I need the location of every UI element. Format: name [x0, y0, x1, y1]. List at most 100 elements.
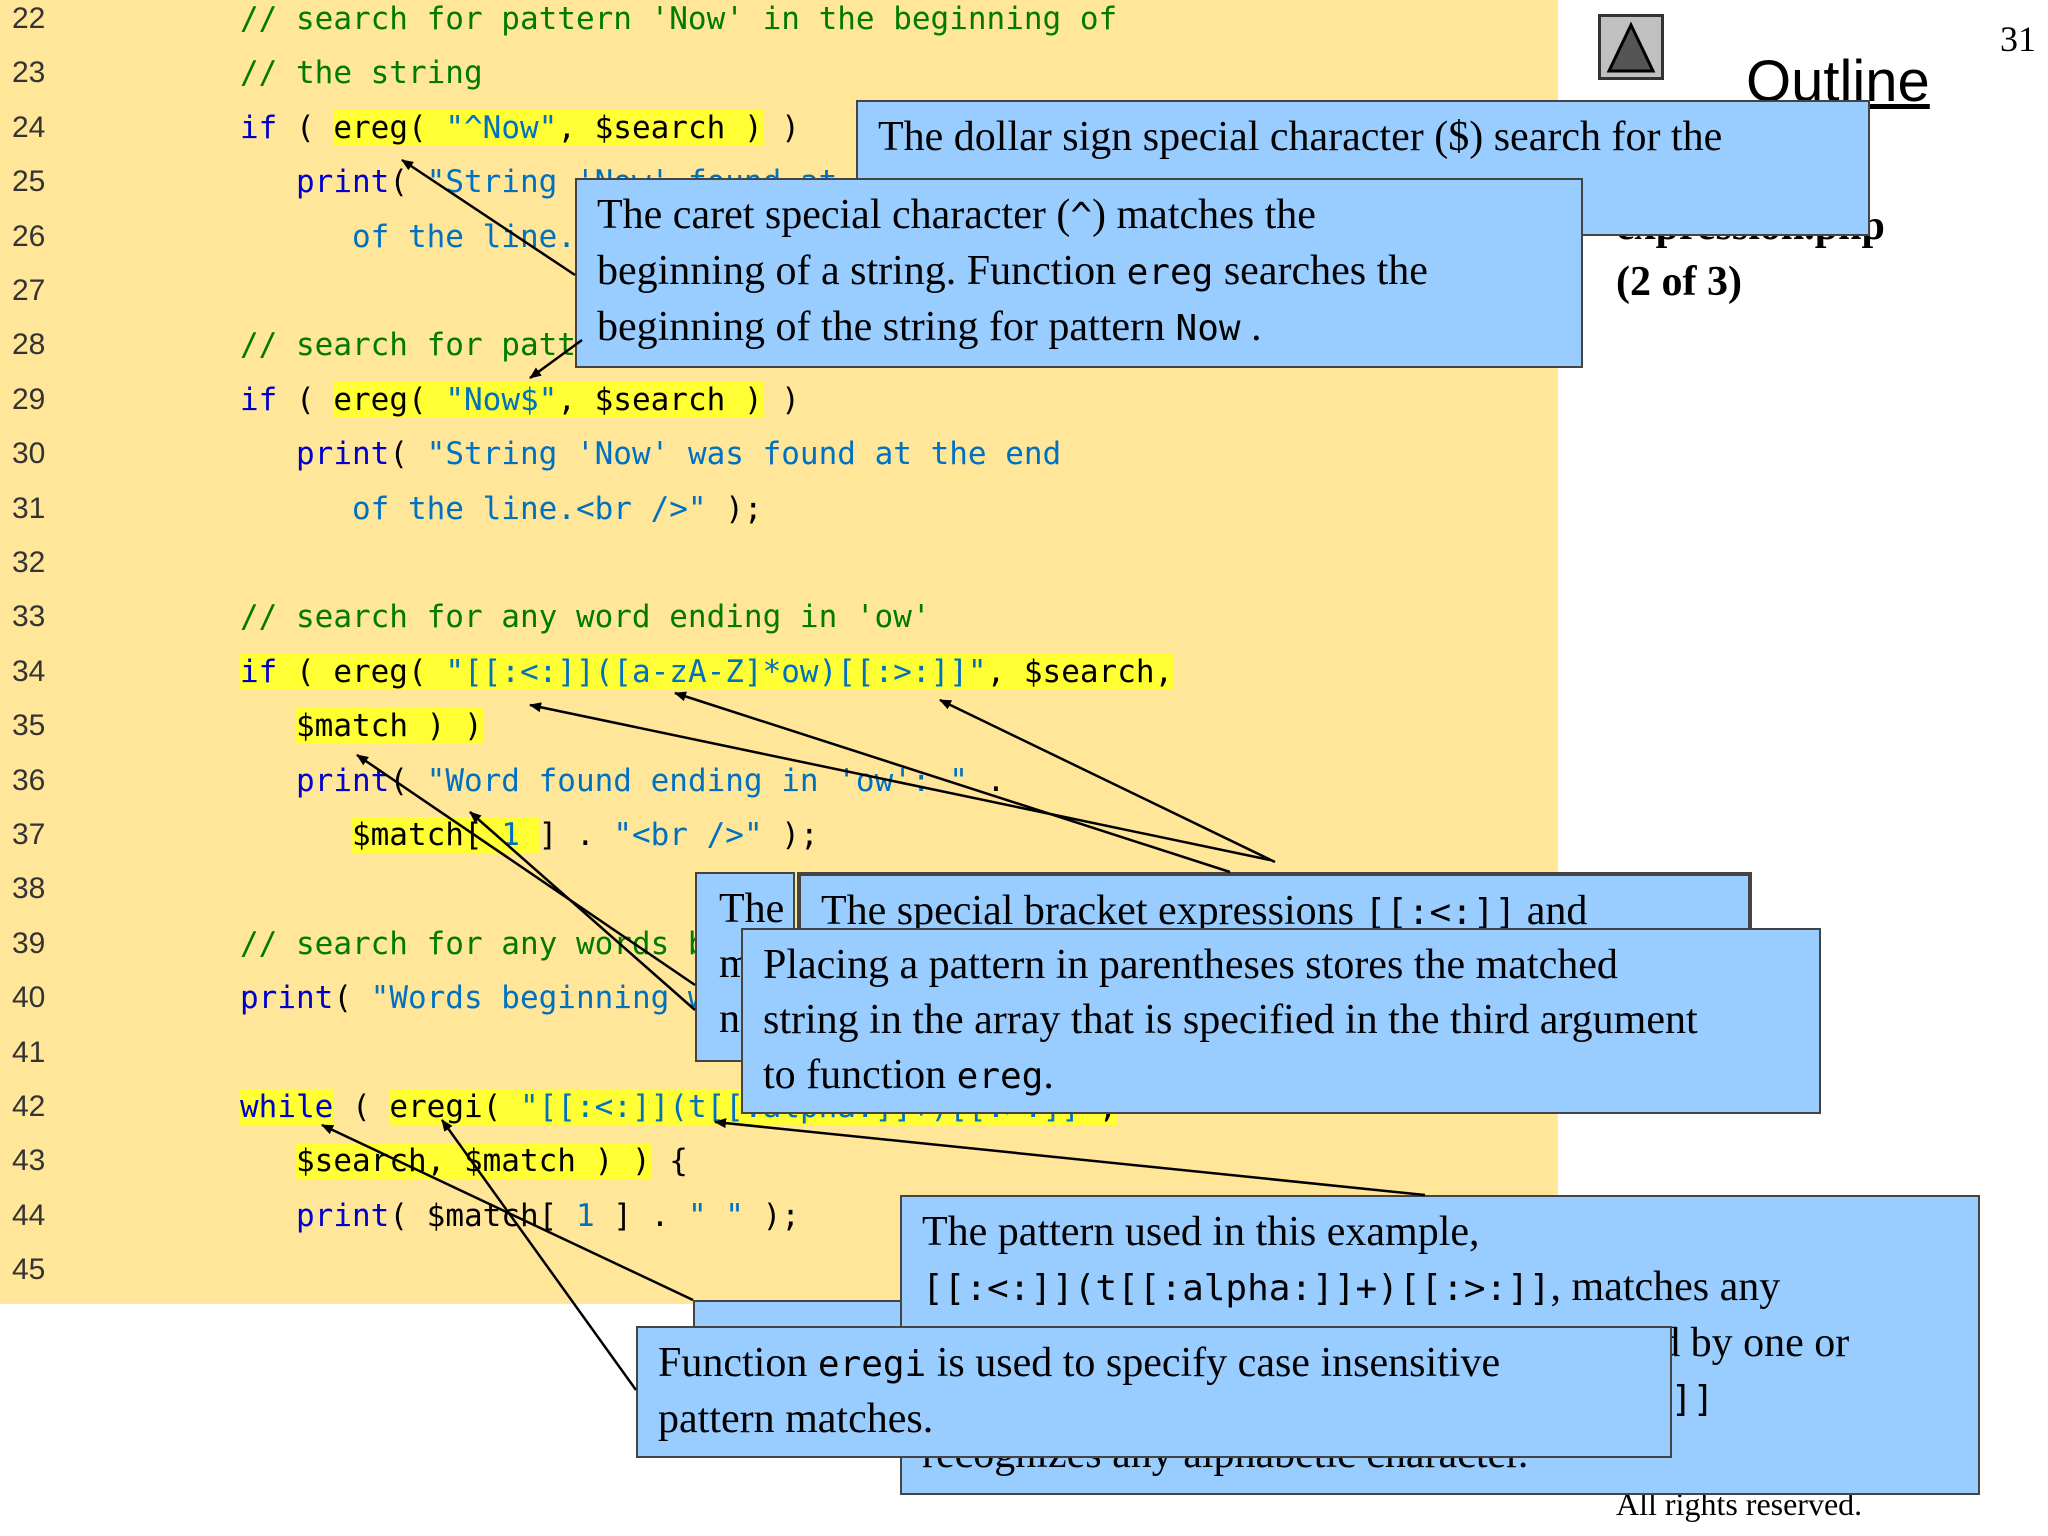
code-line: 23// the string	[0, 46, 1558, 100]
code-token: print	[296, 164, 390, 201]
outline-button[interactable]	[1598, 14, 1664, 80]
code-token: (	[333, 980, 371, 1017]
callout-text: The special bracket expressions	[821, 888, 1365, 934]
code-line: 36 print( "Word found ending in 'ow': " …	[0, 754, 1558, 808]
code-token: .	[557, 817, 614, 853]
highlighted-token	[426, 381, 446, 418]
code-text: $match ) )	[240, 699, 483, 753]
callout-code: ^	[1070, 196, 1093, 237]
callout-caret: The caret special character (^) matches …	[575, 178, 1583, 368]
code-text: if ( ereg( "^Now", $search ) )	[240, 101, 800, 155]
code-line: 38	[0, 862, 1558, 916]
arrow-parens-match	[356, 753, 696, 987]
callout-code: ereg	[956, 1056, 1044, 1097]
line-number: 39	[12, 926, 46, 960]
callout-line: The special bracket expressions [[:<:]] …	[821, 884, 1728, 940]
callout-line: string in the array that is specified in…	[763, 993, 1799, 1048]
callout-text: searches the	[1213, 248, 1428, 294]
callout-code: [[:<:]](t[[:alpha:]]+)[[:>:]]	[922, 1268, 1551, 1309]
highlighted-token: ereg(	[333, 381, 427, 418]
line-number: 42	[12, 1090, 46, 1123]
line-number: 40	[12, 981, 46, 1015]
line-number: 32	[12, 546, 46, 579]
slide-part: (2 of 3)	[1616, 259, 1742, 305]
arrow-eregi-call	[440, 1119, 638, 1391]
callout-line: The	[719, 882, 784, 937]
code-token: );	[762, 817, 819, 853]
code-line: 43 $search, $match ) ) {	[0, 1134, 1558, 1188]
code-token: "<br />"	[613, 817, 763, 853]
code-token: // search for any word ending in 'ow'	[240, 599, 931, 636]
code-token: print	[296, 436, 390, 473]
page-number: 31	[2000, 19, 2036, 59]
callout-line: pattern matches.	[658, 1392, 1650, 1447]
code-line: 37 $match[ 1 ] . "<br />" );	[0, 808, 1558, 862]
line-number: 43	[12, 1144, 46, 1178]
code-token: 1	[575, 1197, 595, 1234]
code-token: print	[296, 1197, 390, 1234]
code-token: // search for pattern 'Now' in the begin…	[240, 1, 1118, 37]
callout-code: [[:<:]]	[1364, 892, 1517, 933]
code-token: );	[743, 1197, 800, 1234]
callout-text: The dollar sign special character ($) se…	[878, 114, 1723, 160]
callout-line: [[:<:]](t[[:alpha:]]+)[[:>:]], matches a…	[922, 1260, 1958, 1316]
line-number: 35	[12, 709, 46, 743]
highlighted-token: , $search )	[557, 381, 763, 418]
line-number: 26	[12, 219, 46, 253]
highlighted-token: , $search )	[557, 109, 763, 146]
code-token: (	[389, 762, 427, 799]
code-token: (	[277, 381, 334, 418]
code-token: ]	[538, 817, 558, 853]
callout-text: The caret special character (	[597, 192, 1071, 238]
callout-text: n	[719, 996, 740, 1042]
callout-text: Placing a pattern in parentheses stores …	[763, 942, 1618, 988]
callout-text: The	[719, 886, 785, 932]
line-number: 37	[12, 818, 46, 851]
callout-text: string in the array that is specified in…	[763, 997, 1698, 1043]
triangle-up-icon	[1606, 21, 1656, 73]
callout-text: beginning of the string for pattern	[597, 304, 1176, 350]
code-token: if	[240, 381, 278, 418]
code-line: 44 print( $match[ 1 ] . " " );	[0, 1189, 1558, 1243]
code-text: print( $match[ 1 ] . " " );	[240, 1189, 800, 1243]
highlighted-token: $match ) )	[296, 708, 483, 745]
arrow-dollar	[529, 338, 583, 380]
code-token: );	[706, 490, 763, 527]
code-token: of the line.<br />"	[351, 490, 707, 527]
line-number: 44	[12, 1198, 46, 1232]
code-token: print	[296, 762, 390, 799]
highlighted-token: , $search,	[986, 653, 1174, 690]
highlighted-token: ereg(	[333, 109, 427, 146]
code-line: 31 of the line.<br />" );	[0, 482, 1558, 536]
code-text: $search, $match ) ) {	[240, 1134, 688, 1188]
callout-text: The pattern used in this example,	[922, 1209, 1480, 1255]
callout-text: to function	[763, 1052, 957, 1098]
line-number: 27	[12, 274, 46, 307]
line-number: 24	[12, 110, 46, 144]
callout-code: ereg	[1126, 252, 1214, 293]
code-text: if ( ereg( "Now$", $search ) )	[240, 373, 800, 427]
code-token: (	[277, 109, 334, 146]
code-token: (	[389, 164, 427, 201]
highlighted-token: if	[240, 653, 278, 690]
arrow-caret	[401, 158, 576, 277]
callout-line: beginning of the string for pattern Now …	[597, 300, 1561, 356]
callout-line: n	[719, 992, 773, 1047]
code-token: print	[240, 980, 334, 1017]
callout-line: The dollar sign special character ($) se…	[878, 110, 1848, 165]
code-line: 22// search for pattern 'Now' in the beg…	[0, 0, 1558, 46]
callout-code: Now	[1175, 308, 1241, 349]
code-token: )	[762, 109, 800, 146]
line-number: 33	[12, 600, 46, 634]
highlighted-token: ( ereg(	[277, 653, 446, 690]
callout-line: Placing a pattern in parentheses stores …	[763, 938, 1799, 993]
arrow-bracket-right	[939, 698, 1276, 864]
code-line: 45	[0, 1243, 1558, 1297]
line-number: 41	[12, 1035, 46, 1069]
arrow-pattern	[714, 1118, 1426, 1197]
code-token: "Word found ending in 'ow': "	[426, 762, 968, 799]
callout-code: eregi	[817, 1344, 927, 1385]
code-line: 27	[0, 264, 1558, 318]
callout-line: The caret special character (^) matches …	[597, 188, 1561, 244]
